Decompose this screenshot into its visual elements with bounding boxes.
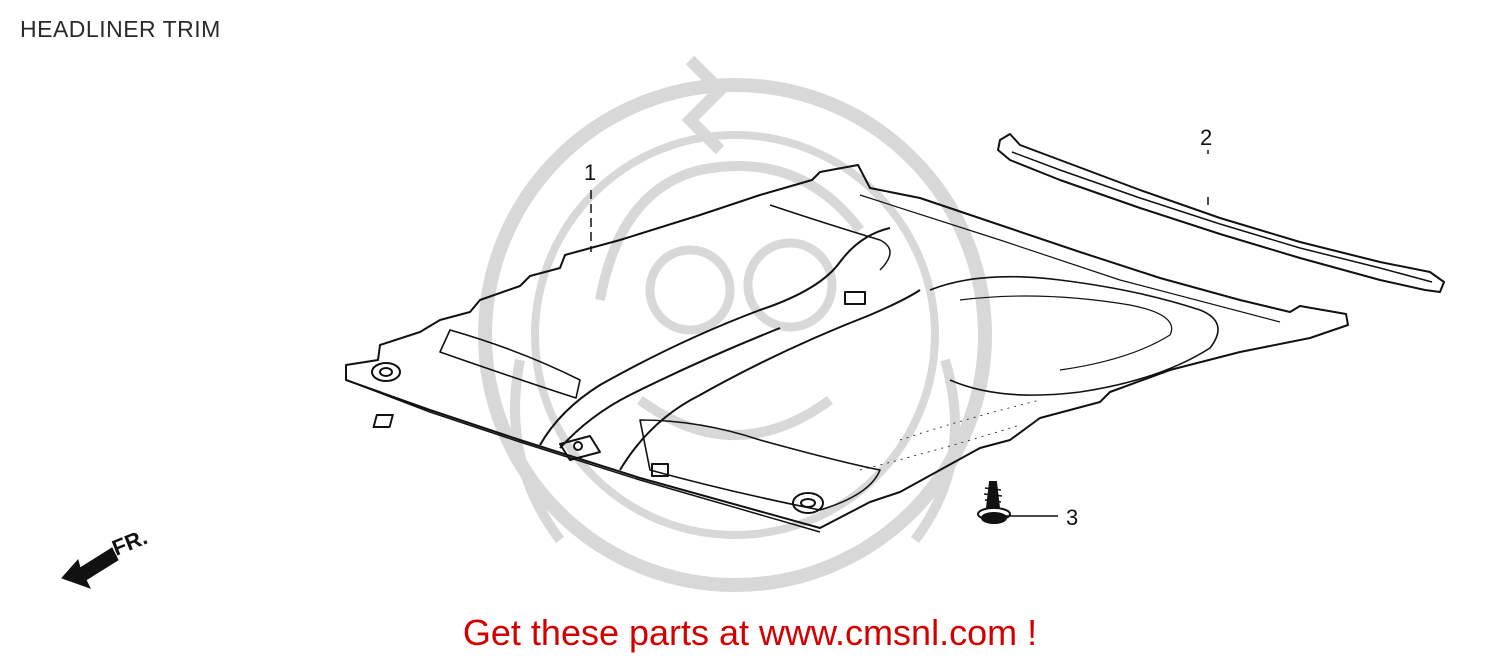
callout-1: 1 bbox=[584, 160, 596, 185]
headliner-panel bbox=[345, 164, 1349, 533]
front-direction-arrow-icon bbox=[61, 547, 119, 589]
fastener-clip bbox=[977, 481, 1011, 524]
trim-strip bbox=[997, 133, 1445, 293]
leader-lines bbox=[590, 150, 1209, 517]
diagram-title: HEADLINER TRIM bbox=[20, 16, 221, 42]
promo-link[interactable]: Get these parts at www.cmsnl.com ! bbox=[462, 612, 1038, 653]
callout-2: 2 bbox=[1200, 125, 1212, 150]
watermark-logo bbox=[478, 55, 992, 592]
direction-label: FR. bbox=[109, 524, 151, 560]
callout-3: 3 bbox=[1066, 505, 1078, 530]
